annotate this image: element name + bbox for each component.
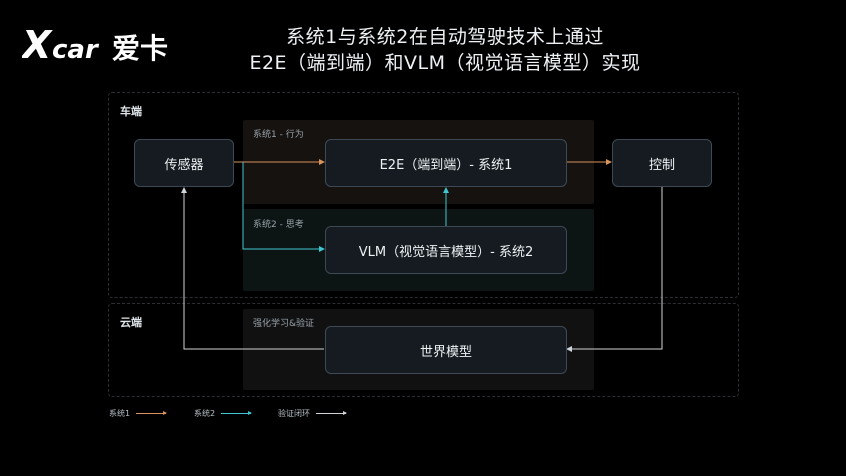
svg-text:X: X <box>22 23 53 67</box>
svg-text:car: car <box>52 35 100 65</box>
vehicle-region <box>108 92 739 298</box>
control-node: 控制 <box>612 139 712 187</box>
svg-text:爱卡: 爱卡 <box>112 32 168 65</box>
vehicle-region-label: 车端 <box>120 105 142 118</box>
cloud-region <box>108 303 739 397</box>
sensor-node: 传感器 <box>134 139 234 187</box>
control-to-world-arrow <box>566 187 663 352</box>
world-model-node: 世界模型 <box>325 326 567 374</box>
legend-system2: 系统2 <box>194 408 253 419</box>
legend-loop-line <box>316 411 347 415</box>
xcar-logo: X car 爱卡 <box>22 23 168 67</box>
legend-system1-label: 系统1 <box>109 409 131 418</box>
title-line-1: 系统1与系统2在自动驾驶技术上通过 <box>286 26 604 48</box>
system1-zone-label: 系统1 - 行为 <box>253 130 304 140</box>
sensor-to-vlm-arrow <box>242 162 325 252</box>
system2-zone-label: 系统2 - 思考 <box>253 220 304 230</box>
learning-zone-label: 强化学习&验证 <box>253 319 315 329</box>
e2e-node: E2E（端到端）- 系统1 <box>325 139 567 187</box>
cloud-region-label: 云端 <box>120 316 142 329</box>
legend-system1-line <box>136 411 168 415</box>
world-to-sensor-arrow <box>181 187 324 350</box>
title-line-2: E2E（端到端）和VLM（视觉语言模型）实现 <box>249 52 641 74</box>
legend-system2-line <box>221 411 253 415</box>
legend-system1: 系统1 <box>109 408 168 419</box>
legend-loop: 验证闭环 <box>278 408 347 419</box>
legend-system2-label: 系统2 <box>194 409 216 418</box>
legend-loop-label: 验证闭环 <box>278 409 310 418</box>
vlm-node: VLM（视觉语言模型）- 系统2 <box>325 226 567 274</box>
